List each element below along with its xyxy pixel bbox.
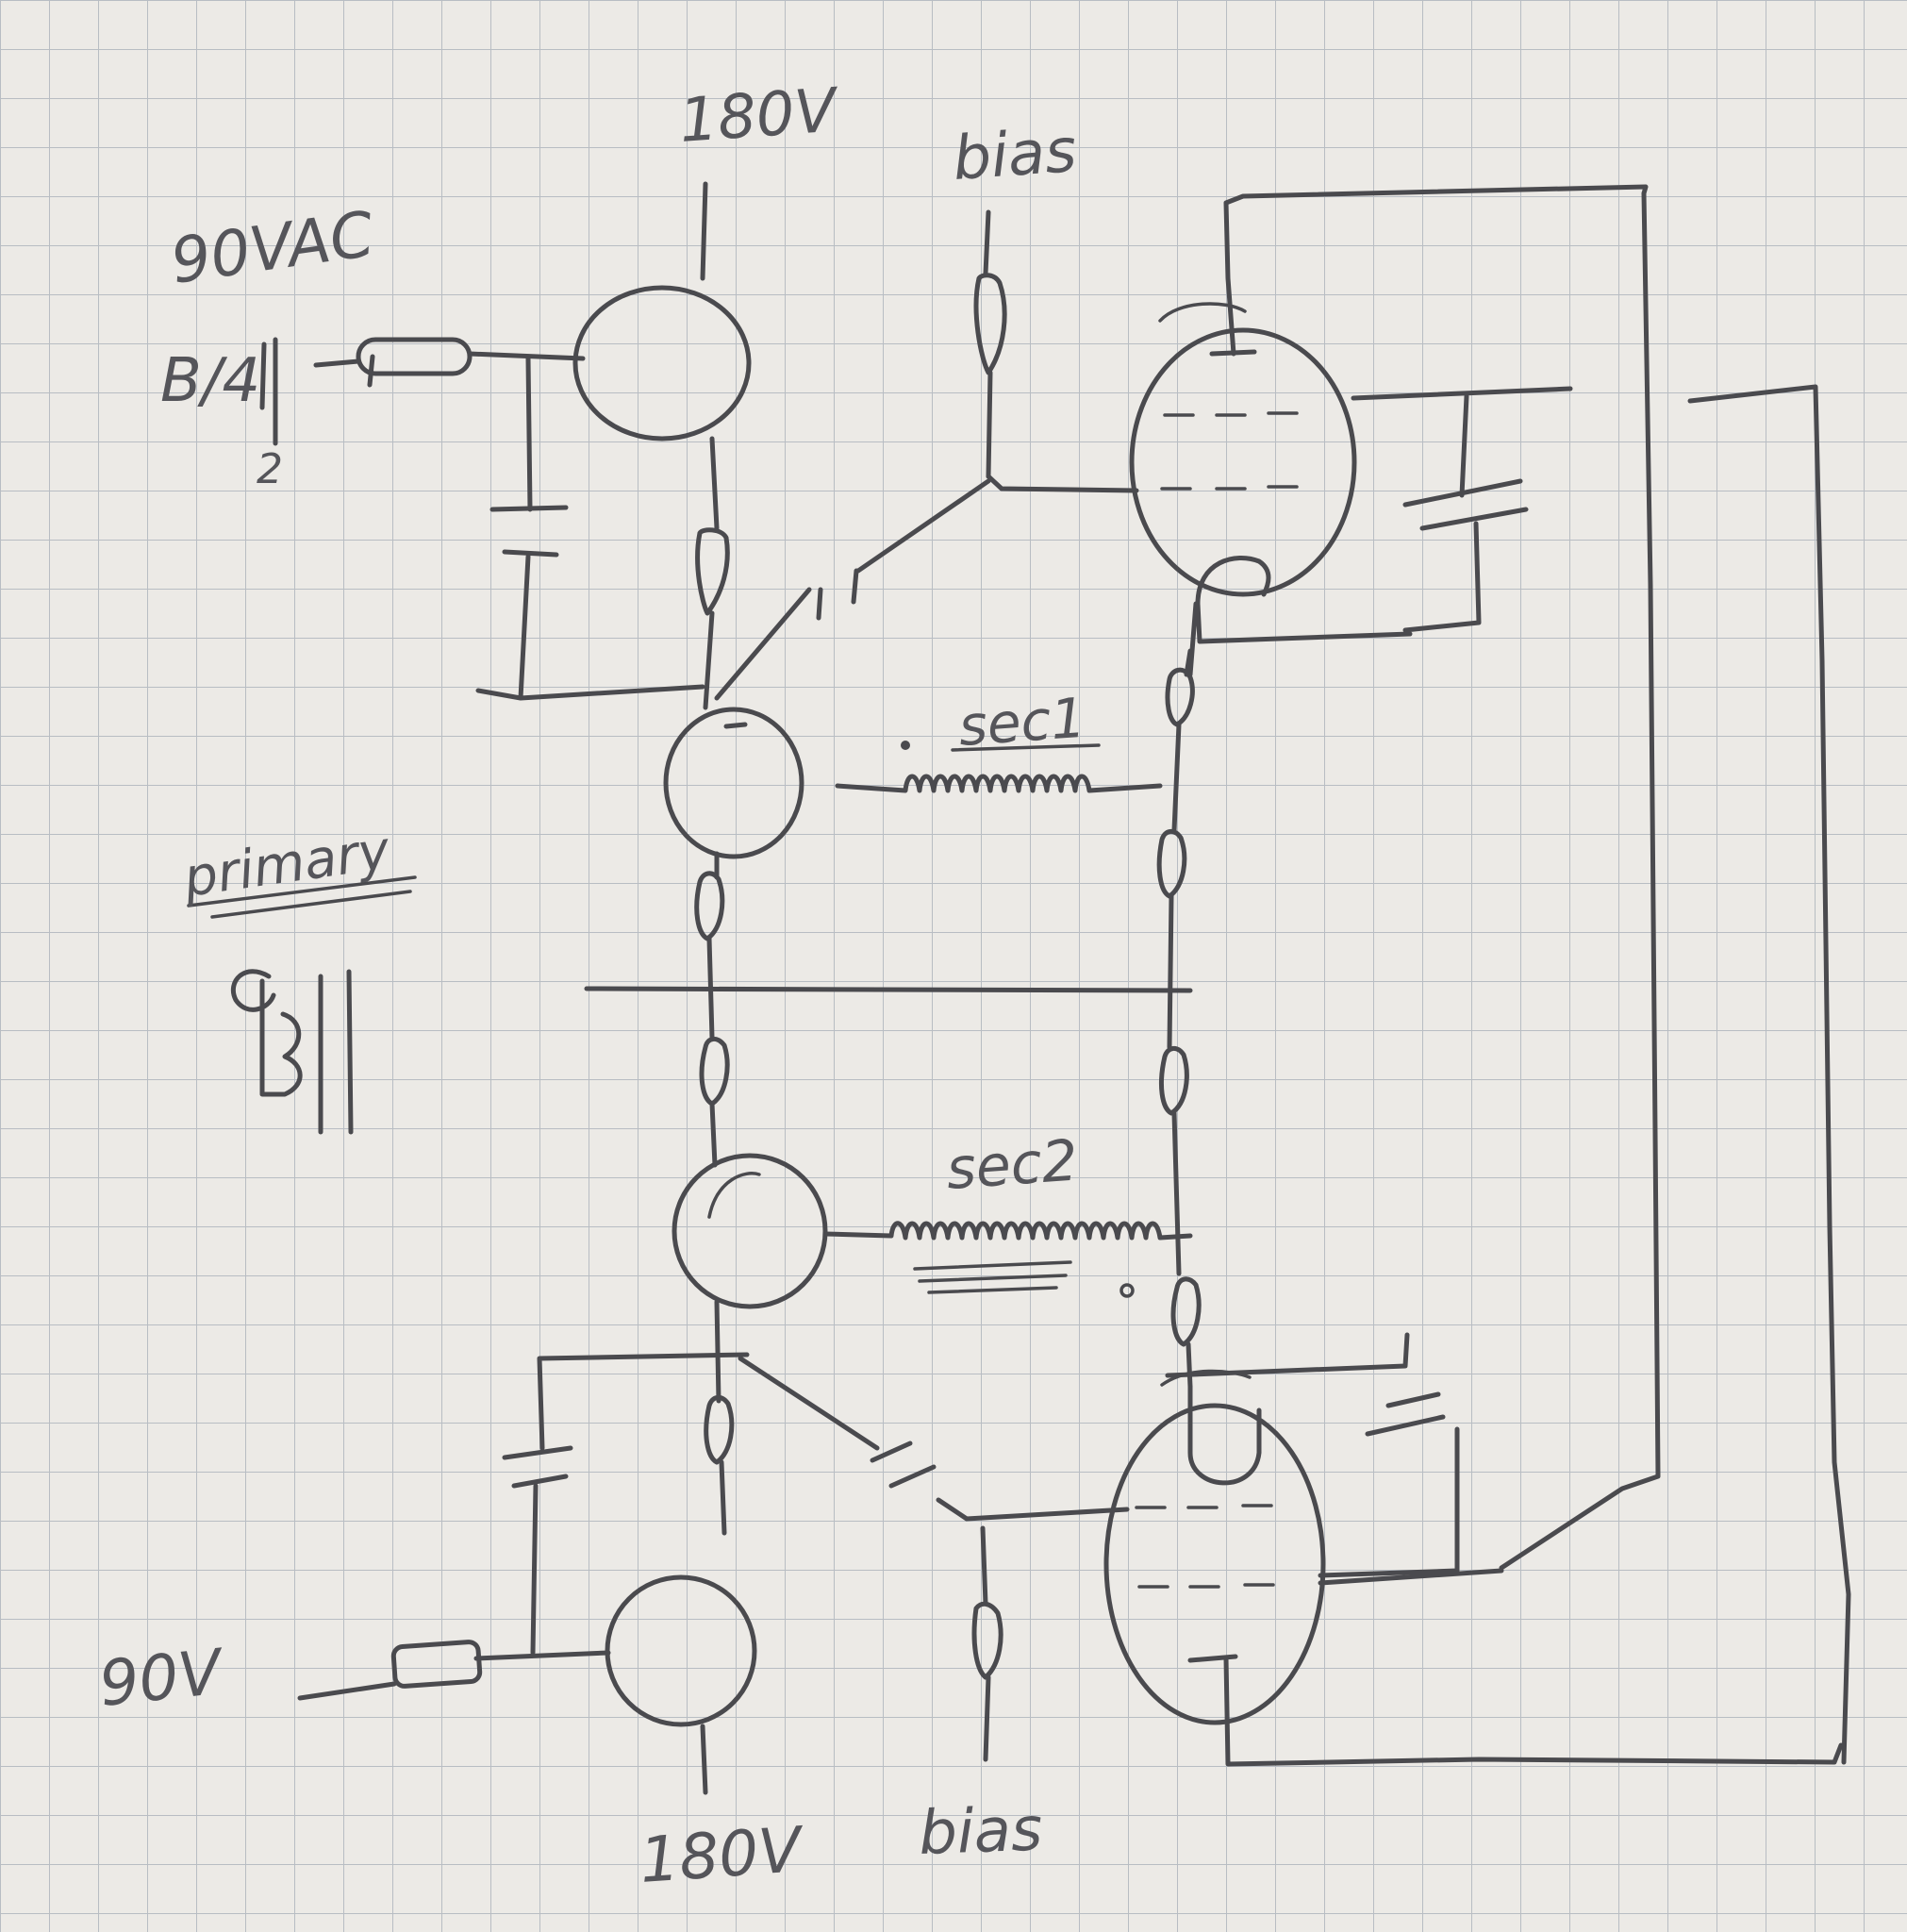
- label-source-mark: B/4: [160, 346, 260, 416]
- top-emitter-wire: [709, 436, 720, 531]
- top-input-resistor: [356, 337, 473, 376]
- outer-loop-inner: [1499, 191, 1661, 1571]
- bottom-coupling-capacitor: [870, 1441, 937, 1489]
- top-cathode-wire: [1187, 601, 1413, 677]
- label-sec1: sec1: [956, 686, 1087, 758]
- bottom-plate-wire: [1223, 1656, 1844, 1767]
- sec1-underline: [951, 743, 1101, 752]
- top-bypass-wire: [525, 356, 533, 512]
- label-top-bias: bias: [951, 116, 1079, 194]
- sec1-emitter-mark: [723, 722, 748, 729]
- top-tube-inner: [1158, 302, 1247, 323]
- sec2-underline: [913, 1260, 1072, 1294]
- label-bottom-input: 90V: [96, 1635, 228, 1720]
- top-tube-grid2: [1160, 485, 1299, 491]
- top-bypass-capacitor: [489, 505, 569, 558]
- left-mid-resistor: [699, 1037, 730, 1107]
- center-bus: [584, 986, 1193, 993]
- bottom-screen-capacitor: [1365, 1391, 1446, 1437]
- top-bias-resistor: [973, 273, 1007, 375]
- sec1-transistor: [663, 707, 804, 859]
- top-screen-wire: [1351, 386, 1573, 401]
- bottom-tube-inner: [1160, 1369, 1252, 1387]
- right-lower-resistor: [1158, 1046, 1189, 1116]
- top-transistor: [572, 285, 752, 441]
- bottom-input-wire: [297, 1650, 611, 1701]
- label-fraction-mark: 2: [257, 445, 283, 493]
- bottom-emitter-wire: [714, 1299, 721, 1404]
- top-bias-wire-low: [986, 370, 993, 479]
- bottom-coupling-wire: [738, 1356, 1130, 1522]
- primary-underline: [187, 875, 417, 919]
- top-base-wire: [313, 351, 586, 368]
- top-coupling-capacitor: [816, 568, 859, 621]
- label-bottom-180v: 180V: [638, 1813, 807, 1897]
- bottom-screen-wire-2: [1318, 1568, 1504, 1586]
- right-upper-resistor: [1165, 667, 1195, 727]
- sec2-polarity-dot: [1119, 1283, 1135, 1298]
- top-emitter-wire-low: [703, 610, 715, 710]
- bottom-tube-grid2: [1137, 1583, 1275, 1589]
- top-resistor-tick: [367, 354, 375, 388]
- top-bias-wire: [983, 209, 991, 276]
- top-emitter-resistor: [695, 527, 730, 616]
- bottom-bypass-wire: [537, 1352, 750, 1451]
- bottom-output-tube: [1103, 1403, 1326, 1725]
- primary-core-lines: [318, 969, 354, 1135]
- bottom-tube-grid1: [1135, 1504, 1273, 1509]
- top-supply-wire: [700, 181, 708, 281]
- label-sec2: sec2: [944, 1127, 1080, 1203]
- sec2-winding: [822, 1221, 1193, 1241]
- right-column-wire-3: [1171, 1110, 1182, 1276]
- source-battery: [259, 337, 278, 446]
- right-column-wire-1: [1171, 648, 1193, 833]
- bottom-bias-wire: [980, 1525, 988, 1607]
- bottom-tube-cathode: [1187, 1384, 1262, 1486]
- right-column-wire-4: [1186, 1341, 1193, 1390]
- sec1-winding: [835, 774, 1163, 793]
- bottom-bias-resistor: [971, 1601, 1003, 1680]
- bottom-screen-wire: [1165, 1332, 1460, 1578]
- bottom-bypass-capacitor: [502, 1445, 573, 1489]
- top-coupling-wire: [714, 478, 991, 701]
- bottom-input-resistor: [390, 1640, 483, 1689]
- sec2-transistor: [672, 1153, 828, 1309]
- top-bypass-wire-low: [475, 554, 705, 701]
- top-tube-grid1: [1163, 411, 1299, 417]
- bottom-bias-wire-low: [983, 1674, 991, 1762]
- sec1-polarity-dot: [901, 741, 910, 750]
- left-column-wire-2: [709, 1101, 718, 1168]
- bottom-emitter-resistor: [704, 1395, 735, 1465]
- primary-coil: [231, 969, 303, 1097]
- top-screen-wire-2: [1402, 393, 1482, 633]
- bottom-emitter-wire-low: [719, 1459, 727, 1536]
- bottom-supply-wire: [700, 1724, 708, 1795]
- left-upper-resistor: [694, 871, 725, 941]
- top-plate-wire: [1223, 184, 1649, 357]
- right-column-wire-2: [1167, 893, 1174, 1050]
- label-bottom-bias: bias: [918, 1794, 1043, 1869]
- label-top-180v: 180V: [677, 75, 842, 157]
- right-bottom-resistor: [1170, 1276, 1202, 1347]
- top-output-tube: [1129, 327, 1357, 597]
- outer-loop-outer: [1687, 384, 1851, 1765]
- sec2-inner-arc: [707, 1172, 761, 1219]
- top-tube-cathode: [1195, 556, 1271, 607]
- bottom-bypass-wire-low: [530, 1483, 539, 1656]
- top-grid-wire: [986, 474, 1139, 493]
- right-mid-resistor: [1156, 829, 1187, 899]
